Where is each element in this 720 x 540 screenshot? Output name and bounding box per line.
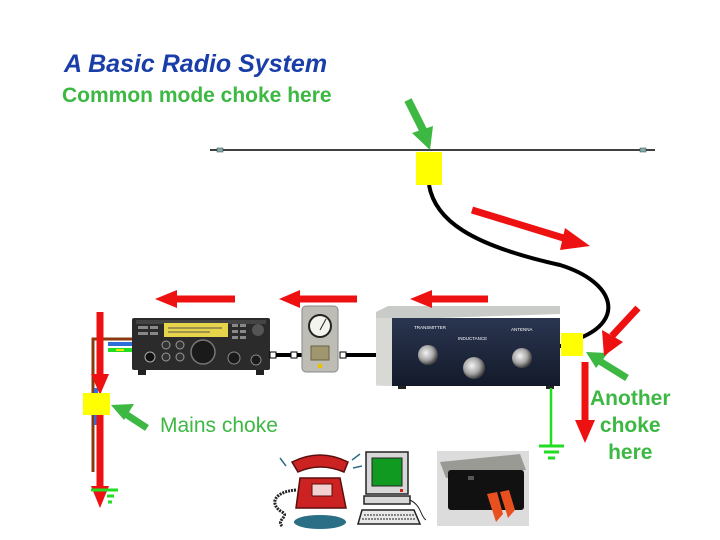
tuner-label-inductance: INDUCTANCE (458, 336, 487, 341)
telephone-icon (273, 453, 363, 529)
transceiver-display (164, 323, 228, 337)
tuner-knob-transmitter-icon (418, 345, 438, 365)
ground-icon-tuner (539, 388, 564, 460)
current-arrow-transceiver (155, 290, 235, 308)
common-mode-choke (416, 152, 442, 185)
tuner-label-antenna: ANTENNA (511, 327, 533, 332)
tuner-output-choke (561, 333, 583, 356)
pointer-arrow-mains (111, 404, 149, 431)
mains-choke (83, 393, 110, 415)
label-another-line-1: Another (590, 387, 671, 410)
transceiver (132, 318, 270, 375)
tuner-label-transmitter: TRANSMITTER (414, 325, 447, 330)
pointer-arrow-another-choke (586, 352, 629, 381)
antenna-tuner: TRANSMITTER INDUCTANCE ANTENNA (376, 306, 560, 389)
current-arrow-return (602, 305, 641, 356)
label-another-choke: Another choke here (590, 385, 671, 466)
tuner-knob-inductance-icon (463, 357, 485, 379)
current-arrow-swr (279, 290, 357, 308)
mains-cable (91, 337, 132, 472)
current-arrow-down-right (575, 362, 595, 443)
swr-meter (301, 305, 339, 373)
tuner-knob-antenna-icon (512, 348, 532, 368)
label-another-line-2: choke (599, 414, 661, 437)
insulator-left-icon (216, 147, 224, 153)
coax-jumper-1 (269, 351, 303, 359)
insulator-right-icon (639, 147, 647, 153)
label-common-mode-choke: Common mode choke here (62, 84, 332, 107)
label-another-line-3: here (608, 441, 653, 464)
coax-jumper-2 (339, 351, 378, 359)
computer-icon (357, 451, 427, 525)
diagram-title: A Basic Radio System (64, 50, 328, 78)
ground-icon-mains (91, 488, 118, 504)
feedline-coax (427, 184, 611, 344)
label-mains-choke: Mains choke (160, 414, 278, 437)
current-arrow-tuner (410, 290, 488, 308)
vfo-knob-icon (190, 339, 216, 365)
current-arrow-feedline (470, 206, 590, 250)
pointer-arrow-common-mode (404, 98, 433, 150)
dipole-antenna (210, 147, 655, 153)
accessory-box-icon (437, 451, 529, 526)
